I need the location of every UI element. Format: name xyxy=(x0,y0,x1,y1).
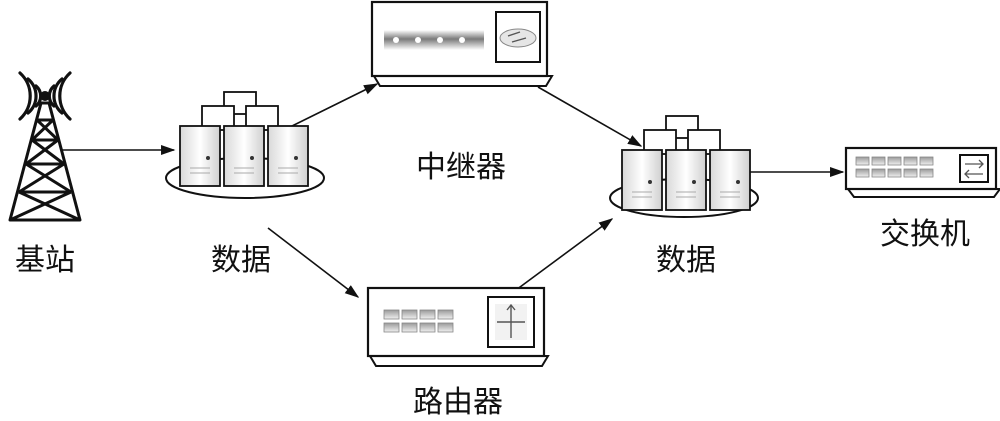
switch-label: 交换机 xyxy=(880,217,970,252)
edge-data-to-repeater xyxy=(289,83,379,128)
server-cluster-icon xyxy=(165,91,325,199)
switch-icon xyxy=(844,146,1000,198)
data-right-label: 数据 xyxy=(656,243,716,278)
base-station-label: 基站 xyxy=(15,243,75,278)
router-icon xyxy=(366,286,550,367)
edge-router-to-data xyxy=(515,218,614,291)
edge-data-to-router xyxy=(267,227,360,298)
edge-repeater-to-data xyxy=(537,86,643,147)
data-left-label: 数据 xyxy=(211,243,271,278)
server-cluster-icon xyxy=(609,115,759,218)
router-label: 路由器 xyxy=(413,385,503,420)
repeater-label: 中继器 xyxy=(416,150,506,185)
cell-tower-icon xyxy=(8,71,82,222)
repeater-icon xyxy=(370,0,554,87)
edges xyxy=(62,83,845,298)
